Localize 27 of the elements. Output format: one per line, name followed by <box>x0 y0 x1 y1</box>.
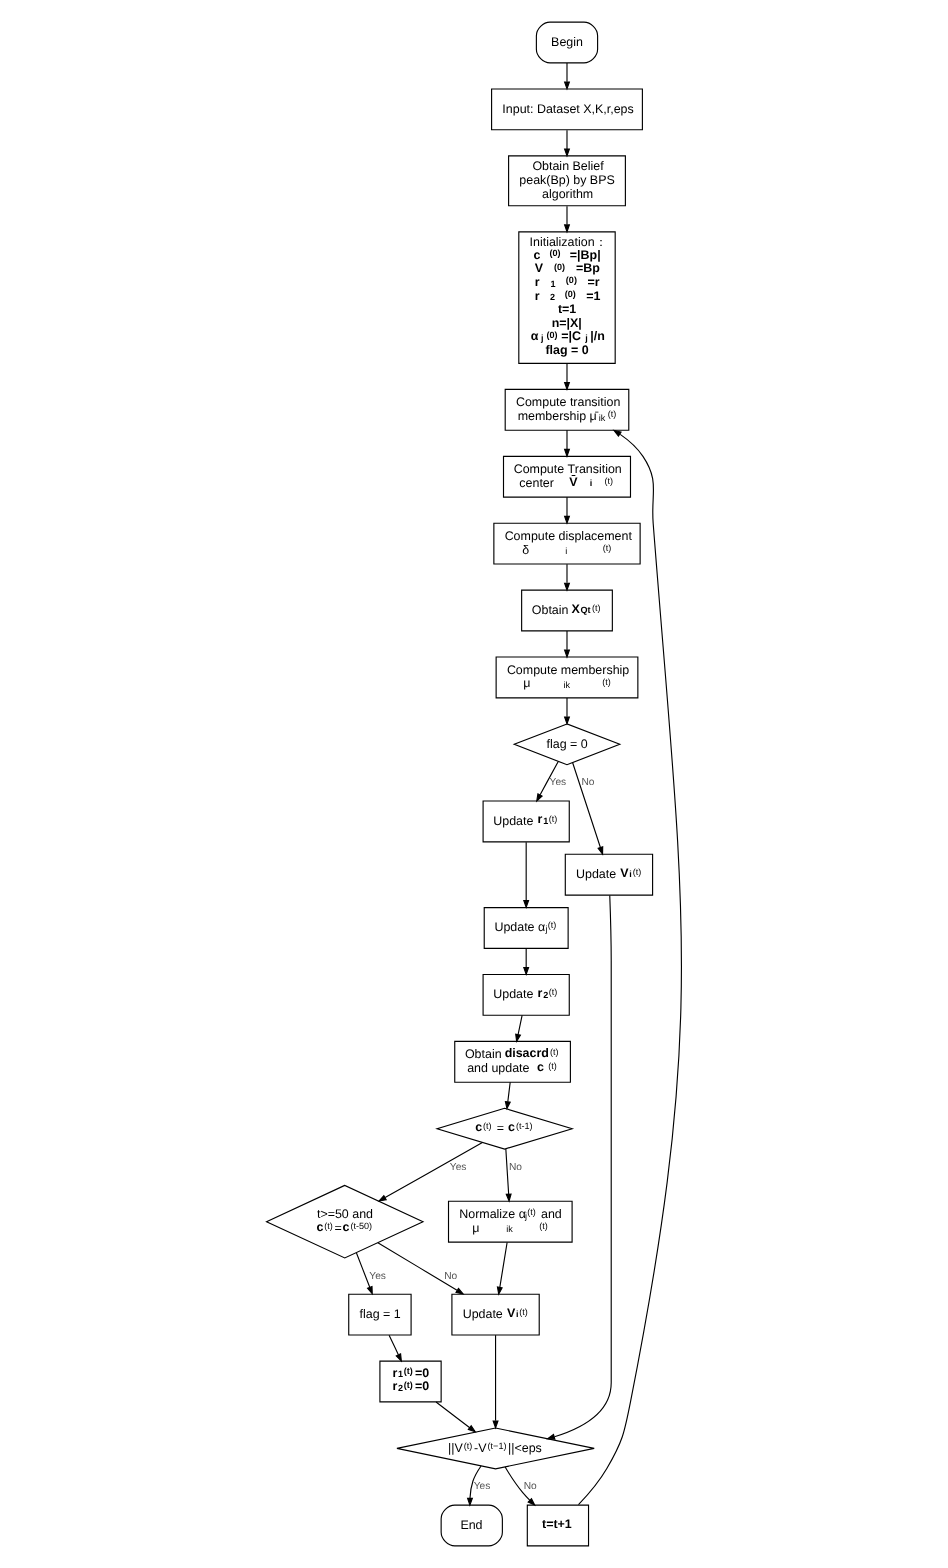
arrow <box>466 1465 482 1507</box>
arrow <box>563 429 571 458</box>
arrow <box>577 429 683 1506</box>
arrow <box>535 761 559 803</box>
arrow <box>377 1141 483 1202</box>
arrow <box>572 762 604 856</box>
arrow <box>563 630 571 659</box>
arrow <box>504 1466 536 1507</box>
arrow <box>563 129 571 158</box>
arrow <box>504 1081 512 1111</box>
arrow <box>563 62 571 91</box>
arrow <box>563 496 571 525</box>
arrow <box>496 1241 508 1296</box>
arrow <box>563 563 571 592</box>
arrow <box>515 1014 523 1043</box>
arrow <box>546 894 612 1440</box>
arrow <box>563 205 571 234</box>
arrow <box>563 363 571 391</box>
arrow <box>523 947 530 977</box>
arrow <box>563 697 571 726</box>
arrow <box>388 1334 403 1363</box>
arrow <box>355 1252 373 1296</box>
arrow <box>523 841 530 910</box>
arrow <box>492 1334 499 1430</box>
arrow <box>435 1401 477 1433</box>
arrow <box>377 1242 465 1295</box>
arrow <box>505 1148 512 1203</box>
